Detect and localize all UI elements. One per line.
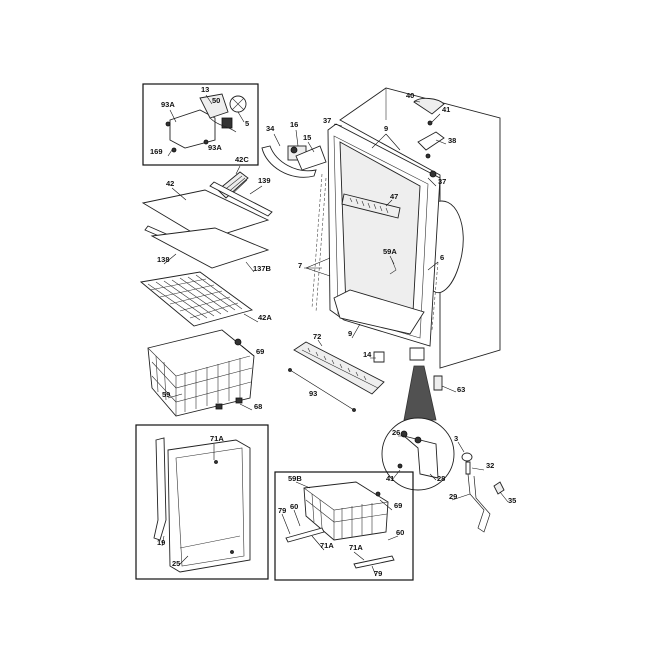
callout-c47: 47 bbox=[390, 192, 398, 201]
callout-c79_right: 79 bbox=[374, 569, 382, 578]
callout-c68: 68 bbox=[254, 402, 262, 411]
callout-c34: 34 bbox=[266, 124, 275, 133]
callout-c93: 93 bbox=[309, 389, 317, 398]
callout-c42c: 42C bbox=[235, 155, 249, 164]
callout-c50: 50 bbox=[212, 96, 220, 105]
callout-c37_left: 37 bbox=[323, 116, 331, 125]
callout-c14: 14 bbox=[363, 350, 372, 359]
callout-c3: 3 bbox=[454, 434, 458, 443]
callout-c59: 59 bbox=[162, 390, 170, 399]
callout-c16: 16 bbox=[290, 120, 298, 129]
callout-c59b: 59B bbox=[288, 474, 302, 483]
callout-c137b: 137B bbox=[253, 264, 272, 273]
wire-basket bbox=[147, 329, 255, 417]
callout-c25: 25 bbox=[172, 559, 180, 568]
callout-c28: 28 bbox=[437, 474, 445, 483]
callout-c15: 15 bbox=[303, 133, 311, 142]
callout-c19: 19 bbox=[157, 538, 165, 547]
base-grille bbox=[288, 341, 385, 412]
shelf-parts bbox=[141, 171, 273, 269]
callout-c139: 139 bbox=[258, 176, 271, 185]
inset-fan-assembly bbox=[142, 83, 259, 166]
callout-c69_basket: 69 bbox=[256, 347, 264, 356]
callout-c63: 63 bbox=[457, 385, 465, 394]
callout-c42a: 42A bbox=[258, 313, 272, 322]
callout-c71a_mid: 71A bbox=[320, 541, 334, 550]
callout-c60_right: 60 bbox=[396, 528, 404, 537]
callout-c79_left: 79 bbox=[278, 506, 286, 515]
door-stop-rod bbox=[461, 452, 505, 533]
callout-c9_bot: 9 bbox=[348, 329, 352, 338]
callout-c40: 40 bbox=[406, 91, 414, 100]
callout-c35: 35 bbox=[508, 496, 516, 505]
callout-c138: 138 bbox=[157, 255, 170, 264]
callout-c29: 29 bbox=[449, 492, 457, 501]
callout-c59a: 59A bbox=[383, 247, 397, 256]
wire-shelf bbox=[139, 271, 254, 327]
callout-c60_left: 60 bbox=[290, 502, 298, 511]
callout-c37_right: 37 bbox=[438, 177, 446, 186]
inset-door-liner bbox=[135, 424, 269, 580]
inset-small-basket bbox=[274, 471, 414, 581]
callout-c93a_top: 93A bbox=[161, 100, 175, 109]
callout-c41_bot: 41 bbox=[386, 474, 394, 483]
leader-lines bbox=[161, 94, 509, 577]
callout-c6: 6 bbox=[440, 253, 444, 262]
callout-c41_top: 41 bbox=[442, 105, 450, 114]
callout-c42: 42 bbox=[166, 179, 174, 188]
callout-c32: 32 bbox=[486, 461, 494, 470]
callout-c169: 169 bbox=[150, 147, 163, 156]
callout-c7: 7 bbox=[298, 261, 302, 270]
callout-c69_small: 69 bbox=[394, 501, 402, 510]
callout-c71a_right: 71A bbox=[349, 543, 363, 552]
callout-c72: 72 bbox=[313, 332, 321, 341]
callout-c5: 5 bbox=[245, 119, 249, 128]
callout-c38: 38 bbox=[448, 136, 456, 145]
callout-c93a_bot: 93A bbox=[208, 143, 222, 152]
callout-c9_top: 9 bbox=[384, 124, 388, 133]
callout-c71a_left: 71A bbox=[210, 434, 224, 443]
legs bbox=[373, 347, 443, 391]
callout-c13: 13 bbox=[201, 85, 209, 94]
cabinet-body bbox=[305, 87, 501, 369]
light-assembly bbox=[261, 145, 327, 178]
callout-c26: 26 bbox=[392, 428, 400, 437]
